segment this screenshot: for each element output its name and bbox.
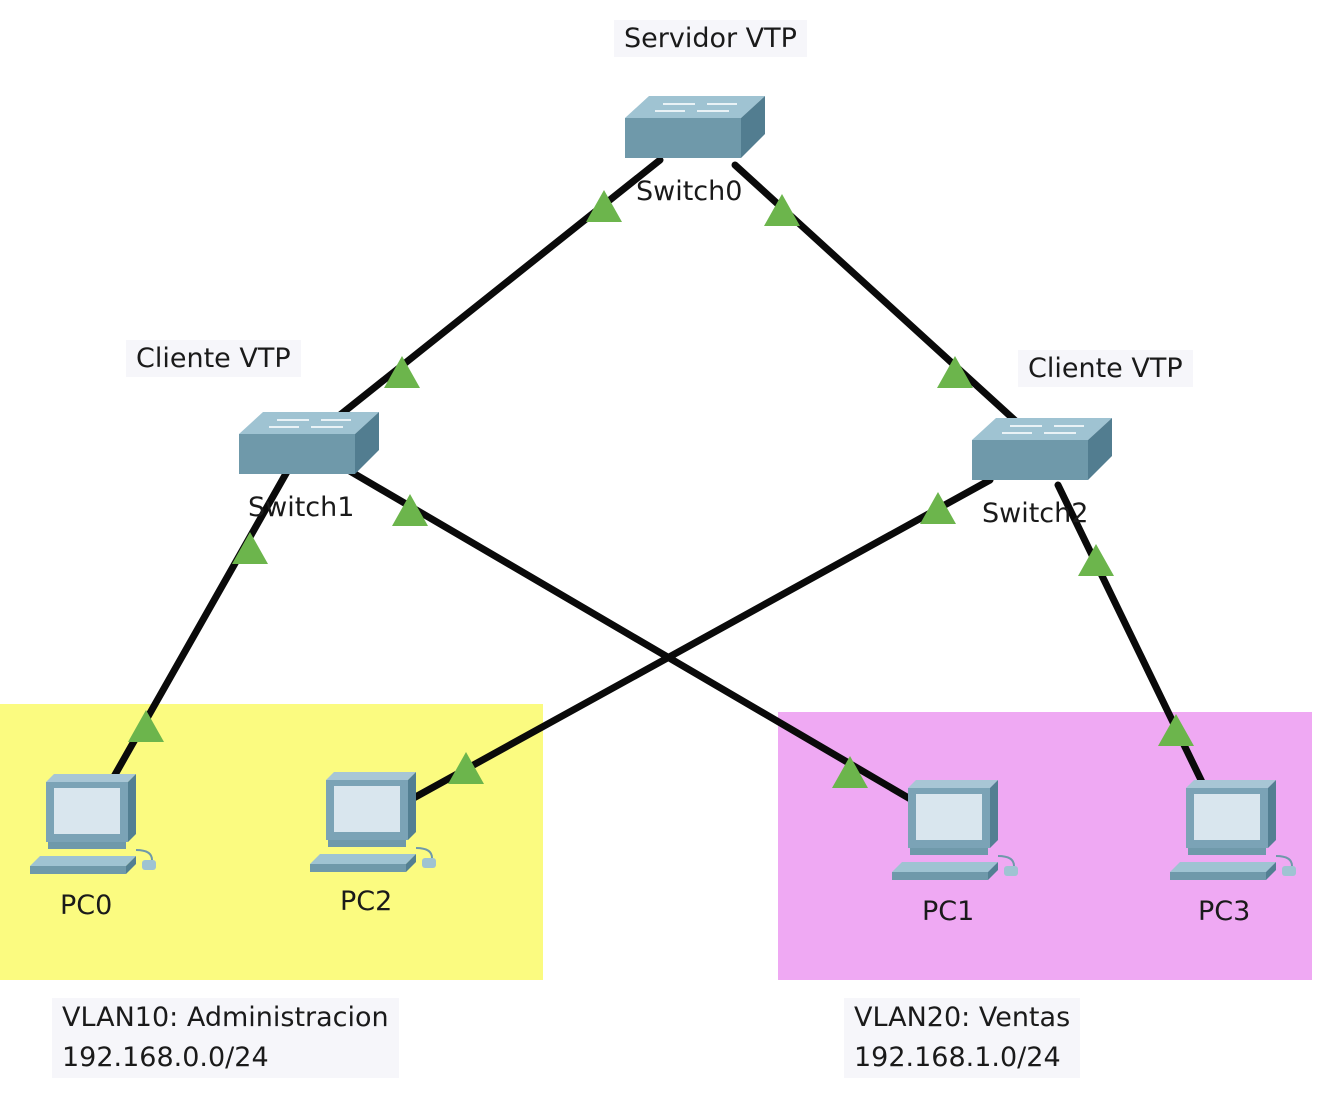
pc3-name-label: PC3 [1198, 896, 1251, 927]
link-switch2-pc2[interactable] [406, 476, 994, 804]
link-switch1-pc1[interactable] [344, 466, 916, 804]
pc0-icon[interactable] [29, 773, 157, 875]
pc2-name-label: PC2 [340, 886, 393, 917]
switch0-name-label: Switch0 [636, 176, 743, 207]
switch2-name-label: Switch2 [982, 498, 1089, 529]
vlan10-info: VLAN10: Administracion 192.168.0.0/24 [52, 998, 399, 1078]
switch1-name-label: Switch1 [248, 492, 355, 523]
vlan20-network: 192.168.1.0/24 [854, 1042, 1061, 1073]
switch0-role-label: Servidor VTP [614, 20, 807, 57]
pc3-icon[interactable] [1169, 779, 1297, 881]
vlan20-label: VLAN20: Ventas [854, 1002, 1071, 1033]
port-status-up-icon [1078, 544, 1114, 576]
port-status-up-icon [1158, 714, 1194, 746]
vlan10-label: VLAN10: Administracion [62, 1002, 389, 1033]
port-status-up-icon [448, 752, 484, 784]
pc2-icon[interactable] [309, 771, 437, 873]
port-status-up-icon [937, 356, 973, 388]
port-status-up-icon [232, 532, 268, 564]
pc0-name-label: PC0 [60, 890, 113, 921]
switch2-role-label: Cliente VTP [1018, 350, 1193, 387]
switch2-icon[interactable] [971, 417, 1113, 481]
switch1-icon[interactable] [238, 411, 380, 475]
port-status-up-icon [920, 492, 956, 524]
switch0-icon[interactable] [624, 95, 766, 159]
pc1-icon[interactable] [891, 779, 1019, 881]
switch1-role-label: Cliente VTP [126, 340, 301, 377]
pc1-name-label: PC1 [922, 896, 975, 927]
link-switch0-switch1[interactable] [336, 156, 664, 419]
port-status-up-icon [128, 710, 164, 742]
vlan20-info: VLAN20: Ventas 192.168.1.0/24 [844, 998, 1081, 1078]
vlan10-network: 192.168.0.0/24 [62, 1042, 269, 1073]
